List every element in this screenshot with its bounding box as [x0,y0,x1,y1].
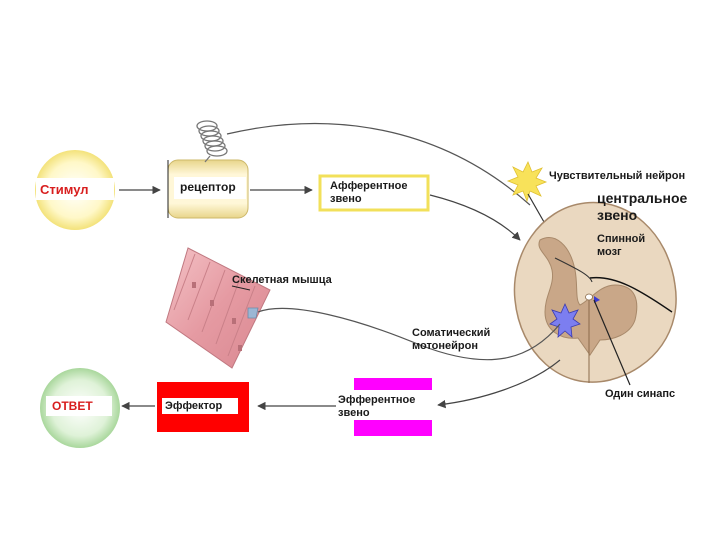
effector-box [157,382,249,432]
skeletal-muscle-label: Скелетная мышца [232,274,332,286]
arrow-afferent-spinal [429,194,521,241]
one-synapse-label: Один синапс [605,388,676,400]
afferent-label: Афферентное звено [330,180,408,205]
efferent-label: Эфферентное звено [338,394,416,419]
afferent-box [318,174,430,212]
response-circle [40,368,120,448]
sensory-neuron-label: Чувствительный нейрон [549,170,686,182]
efferent-box [336,378,436,436]
coil-icon [196,120,228,163]
spinal-cord-label: Спинной мозг [597,233,646,258]
arrow-spinal-efferent [437,359,561,409]
skeletal-muscle [165,247,271,369]
receptor-box [167,159,249,219]
motor-fiber [257,307,561,361]
stimulus-circle [35,150,115,230]
response-label: ОТВЕТ [52,399,93,413]
receptor-label: рецептор [180,180,236,194]
somatic-motoneuron-label: Соматический мотонейрон [412,327,491,352]
effector-label: Эффектор [165,400,223,412]
central-label: центральное звено [597,190,688,223]
stimulus-label: Стимул [40,182,89,197]
synapse-pointer [593,299,631,386]
spinal-cord [513,201,677,383]
afferent-fiber [226,123,531,206]
star-neuron-icon [549,303,581,338]
